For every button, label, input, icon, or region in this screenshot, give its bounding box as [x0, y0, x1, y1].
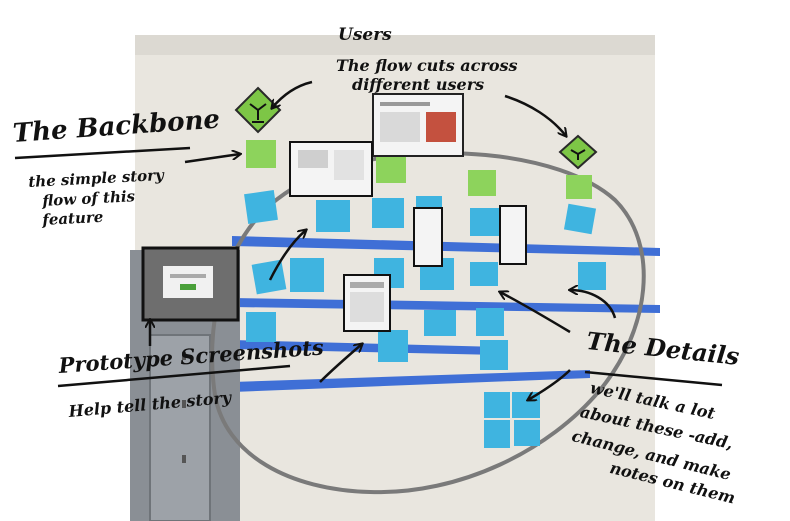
wall-shadow	[135, 35, 655, 55]
users-caption-2: different users	[352, 75, 485, 94]
arrow-icon	[150, 80, 617, 400]
prototype-screenshots	[289, 93, 527, 332]
users-title: Users	[338, 25, 392, 45]
user-diamond-icon	[558, 134, 598, 170]
cabinet-screenshot	[141, 246, 240, 322]
users-caption-1: The flow cuts across	[336, 56, 518, 75]
sticky-notes	[244, 190, 606, 448]
backbone-caption-3: feature	[41, 207, 104, 229]
tape-lines	[232, 236, 660, 392]
underlines	[14, 146, 723, 388]
